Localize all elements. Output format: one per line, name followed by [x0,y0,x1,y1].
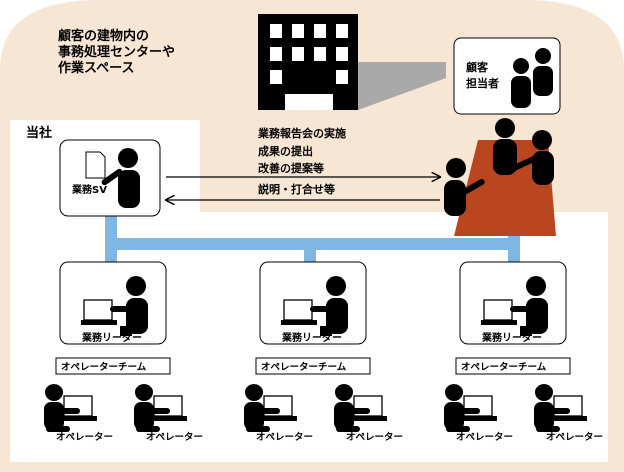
leader-person-icon [510,276,548,336]
operator-person-icon [134,382,170,432]
operator: オペレーター [444,382,513,443]
operator-label: オペレーター [346,431,403,443]
company-label: 当社 [26,125,52,141]
building-icon [258,14,446,110]
leader-label: 業務リーダー [281,331,342,344]
operator: オペレーター [534,382,603,443]
team-label-box: オペレーターチーム [255,357,371,375]
meeting-person-icon [444,118,554,216]
leader-person-icon [310,276,348,336]
customer-area-label: 顧客の建物内の 事務処理センターや 作業スペース [58,28,180,76]
laptop-icon [483,299,513,321]
operator-person-icon [534,382,570,432]
document-icon [85,151,106,179]
operator-person-icon [444,382,480,432]
operator: オペレーター [44,382,113,443]
team-label: オペレーターチーム [461,361,547,373]
operator-person-icon [244,382,280,432]
supervisor-person-icon [101,148,140,208]
operator: オペレーター [334,382,403,443]
team-leader-card: 業務リーダー [259,261,367,345]
laptop-icon [283,299,313,321]
team-label-box: オペレーターチーム [455,357,571,375]
operator-label: オペレーター [546,431,603,443]
operator-label: オペレーター [56,431,113,443]
team-leader-card: 業務リーダー [59,261,167,345]
meeting-table [444,118,556,236]
leader-person-icon [110,276,148,336]
customer-staff-label: 顧客 担当者 [466,60,499,90]
leader-label: 業務リーダー [81,331,142,344]
upward-messages: 業務報告会の実施 成果の提出 改善の提案等 [166,126,440,177]
connector-network [105,212,520,262]
teams: 業務リーダーオペレーターチームオペレーターオペレーター業務リーダーオペレーターチ… [44,261,603,443]
customer-staff-person-icon [511,48,553,108]
operator: オペレーター [244,382,313,443]
operator-label: オペレーター [146,431,203,443]
downward-messages: 説明・打合せ等 [166,182,440,200]
team-leader-card: 業務リーダー [459,261,567,345]
operator-person-icon [334,382,370,432]
svg-text:業務報告会の実施 成果の提出 改善の: 業務報告会の実施 成果の提出 改善の提案等 [257,126,350,175]
team-label-box: オペレーターチーム [55,357,171,375]
customer-staff-card: 顧客 担当者 [453,37,561,115]
laptop-icon [83,299,113,321]
supervisor-label: 業務SV [71,183,107,196]
operator-label: オペレーター [256,431,313,443]
svg-text:説明・打合せ等: 説明・打合せ等 [258,182,335,196]
operator: オペレーター [134,382,203,443]
leader-label: 業務リーダー [481,331,542,344]
operator-person-icon [44,382,80,432]
operator-label: オペレーター [456,431,513,443]
supervisor-card: 業務SV [59,139,161,217]
team-label: オペレーターチーム [261,361,347,373]
team-label: オペレーターチーム [61,361,147,373]
